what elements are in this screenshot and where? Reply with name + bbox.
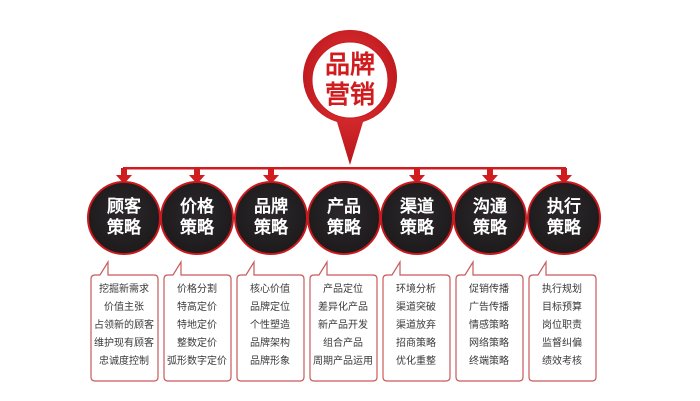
- list-item: 网络策略: [469, 338, 509, 349]
- communication-strategy-items: 促销传播 广告传播 情感策略 网络策略 终端策略: [453, 281, 525, 371]
- list-item: 品牌定位: [250, 302, 290, 313]
- list-item: 广告传播: [469, 302, 509, 313]
- list-item: 维护现有顾客: [94, 338, 154, 349]
- node-label-line2: 策略: [547, 218, 581, 238]
- node-graphics: [87, 168, 601, 255]
- list-item: 差异化产品: [318, 302, 368, 313]
- list-item: 新产品开发: [318, 320, 368, 331]
- node-channel-strategy: 渠道 策略: [381, 182, 453, 254]
- list-item: 产品定位: [323, 284, 363, 295]
- node-label-line1: 顾客: [107, 197, 141, 217]
- node-label-line1: 沟通: [473, 197, 507, 217]
- center-title-line1: 品牌: [324, 50, 375, 79]
- list-item: 招商策略: [396, 338, 436, 349]
- list-item: 弧形数字定价: [167, 356, 227, 367]
- list-item: 执行规划: [542, 284, 582, 295]
- node-label-line2: 策略: [400, 218, 434, 238]
- list-item: 目标预算: [542, 302, 582, 313]
- list-item: 渠道放弃: [396, 320, 436, 331]
- list-item: 整数定价: [177, 338, 217, 349]
- node-label-line2: 策略: [327, 218, 361, 238]
- list-item: 绩效考核: [542, 356, 582, 367]
- customer-strategy-items: 挖掘新需求 价值主张 占领新的顾客 维护现有顾客 忠诚度控制: [88, 281, 160, 371]
- price-strategy-items: 价格分割 特高定价 特地定价 整数定价 弧形数字定价: [161, 281, 233, 371]
- node-product-strategy: 产品 策略: [308, 182, 380, 254]
- list-item: 特地定价: [177, 320, 217, 331]
- node-communication-strategy: 沟通 策略: [454, 182, 526, 254]
- list-item: 忠诚度控制: [99, 356, 149, 367]
- node-label-line1: 执行: [547, 197, 581, 217]
- list-item: 岗位职责: [542, 320, 582, 331]
- node-label-line2: 策略: [180, 218, 214, 238]
- list-item: 情感策略: [469, 320, 509, 331]
- list-item: 组合产品: [323, 338, 363, 349]
- list-item: 挖掘新需求: [99, 284, 149, 295]
- list-item: 价值主张: [104, 302, 144, 313]
- node-execution-strategy: 执行 策略: [528, 182, 600, 254]
- node-label-line1: 产品: [327, 197, 361, 217]
- list-item: 个性塑造: [250, 320, 290, 331]
- node-price-strategy: 价格 策略: [161, 182, 233, 254]
- center-title: 品牌 营销: [300, 50, 400, 110]
- horizontal-connector: [123, 167, 566, 170]
- node-label-line1: 品牌: [254, 197, 288, 217]
- list-item: 特高定价: [177, 302, 217, 313]
- list-item: 占领新的顾客: [94, 320, 154, 331]
- node-label-line2: 策略: [254, 218, 288, 238]
- detail-boxes: [90, 259, 597, 382]
- node-label-line1: 价格: [180, 197, 214, 217]
- list-item: 核心价值: [250, 284, 290, 295]
- center-title-line2: 营销: [324, 80, 375, 109]
- channel-strategy-items: 环境分析 渠道突破 渠道放弃 招商策略 优化重整: [380, 281, 452, 371]
- brand-strategy-items: 核心价值 品牌定位 个性塑造 品牌架构 品牌形象: [234, 281, 306, 371]
- node-label-line1: 渠道: [400, 197, 434, 217]
- list-item: 价格分割: [177, 284, 217, 295]
- list-item: 终端策略: [469, 356, 509, 367]
- map-pin-icon: [303, 29, 397, 165]
- list-item: 促销传播: [469, 284, 509, 295]
- list-item: 优化重整: [396, 356, 436, 367]
- node-label-line2: 策略: [107, 218, 141, 238]
- node-label-line2: 策略: [473, 218, 507, 238]
- node-customer-strategy: 顾客 策略: [88, 182, 160, 254]
- list-item: 渠道突破: [396, 302, 436, 313]
- node-brand-strategy: 品牌 策略: [235, 182, 307, 254]
- list-item: 品牌架构: [250, 338, 290, 349]
- execution-strategy-items: 执行规划 目标预算 岗位职责 监督纠偏 绩效考核: [526, 281, 598, 371]
- list-item: 监督纠偏: [542, 338, 582, 349]
- product-strategy-items: 产品定位 差异化产品 新产品开发 组合产品 周期产品运用: [307, 281, 379, 371]
- list-item: 周期产品运用: [313, 356, 373, 367]
- list-item: 环境分析: [396, 284, 436, 295]
- list-item: 品牌形象: [250, 356, 290, 367]
